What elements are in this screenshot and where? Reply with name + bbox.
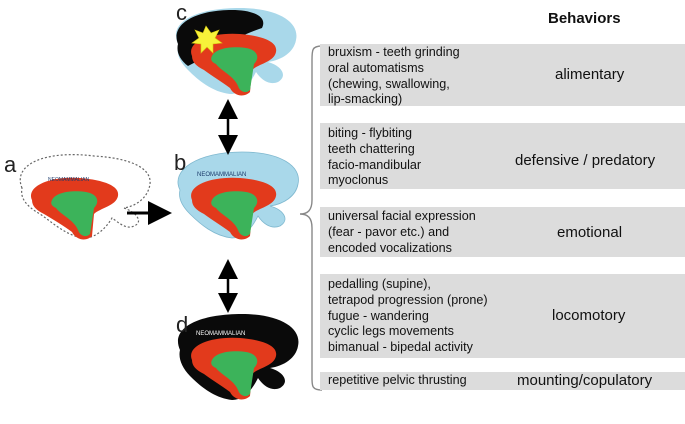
behavior-category: defensive / predatory xyxy=(515,152,656,169)
behavior-row-locomotory xyxy=(320,274,685,358)
behavior-description: pedalling (supine), tetrapod progression… xyxy=(328,277,488,355)
panel-letter-a: a xyxy=(4,152,17,177)
brain-b-icon: NEOMAMMALIAN xyxy=(177,151,299,240)
panel-letter-c: c xyxy=(176,0,187,25)
panel-letter-d: d xyxy=(176,312,189,337)
behavior-category: locomotory xyxy=(552,307,626,324)
brain-d-icon: NEOMAMMALIAN xyxy=(177,314,299,400)
svg-text:NEOMAMMALIAN: NEOMAMMALIAN xyxy=(197,172,246,178)
brain-c-icon xyxy=(175,8,297,96)
behavior-description: bruxism - teeth grinding oral automatism… xyxy=(328,45,460,107)
behavior-category: emotional xyxy=(557,224,623,241)
behavior-description: universal facial expression (fear - pavo… xyxy=(328,209,476,255)
svg-text:NEOMAMMALIAN: NEOMAMMALIAN xyxy=(48,177,90,183)
behaviors-title: Behaviors xyxy=(548,10,621,27)
behavior-row-mounting xyxy=(320,372,685,390)
behavior-row-emotional xyxy=(320,207,685,257)
svg-text:NEOMAMMALIAN: NEOMAMMALIAN xyxy=(196,331,245,337)
behavior-description: biting - flybiting teeth chattering faci… xyxy=(328,126,422,188)
panel-letter-b: b xyxy=(174,150,187,175)
behavior-row-defensive xyxy=(320,123,685,189)
behavior-category: alimentary xyxy=(555,66,625,83)
behavior-category: mounting/copulatory xyxy=(517,372,653,389)
star-burst-icon xyxy=(191,25,223,54)
behavior-description: repetitive pelvic thrusting xyxy=(328,373,467,387)
behavior-row-alimentary xyxy=(320,44,685,106)
brain-a-icon: NEOMAMMALIAN xyxy=(19,154,151,240)
brace-icon xyxy=(299,45,323,391)
